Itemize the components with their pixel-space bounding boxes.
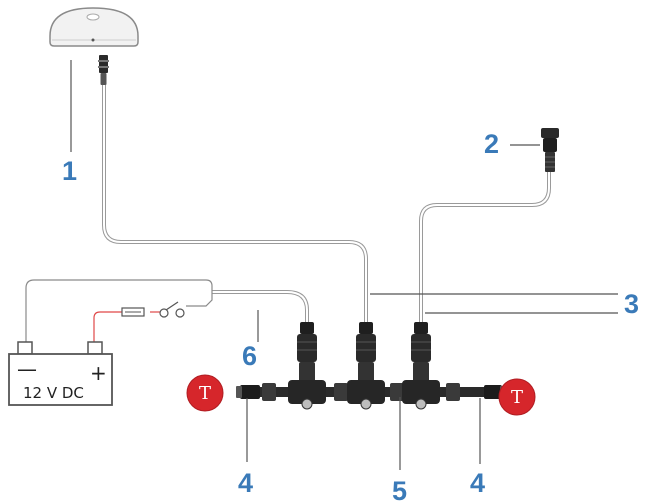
power-cable [212,290,309,322]
antenna-connector [98,55,109,85]
terminator-left-letter: T [199,383,211,404]
callout-4-left: 4 [238,468,253,498]
callout-1: 1 [62,156,77,186]
battery-label: 12 V DC [23,384,84,402]
switch-icon [159,301,185,318]
terminator-right-letter: T [511,387,523,408]
device-connector [541,128,559,172]
battery-minus-sign: — [17,357,37,381]
drop-cable-lines [370,293,618,314]
device-cable [419,172,551,322]
antenna-cable [102,85,368,322]
battery: — + 12 V DC [8,341,113,406]
callout-5: 5 [392,476,407,503]
callout-4-right: 4 [470,468,485,498]
callout-2: 2 [484,129,499,159]
callout-6: 6 [242,341,257,371]
fuse-icon [121,307,145,317]
fused-wire [93,311,122,342]
gps-antenna [49,7,139,47]
leader-lines [70,60,540,470]
t-connector-left [288,322,326,410]
battery-plus-sign: + [90,361,107,385]
terminator-right-badge: T [498,378,536,416]
terminator-left-badge: T [186,374,224,412]
callout-3: 3 [624,289,639,319]
t-connector-middle [347,322,385,410]
t-connector-right [402,322,440,410]
battery-wires [25,279,213,342]
